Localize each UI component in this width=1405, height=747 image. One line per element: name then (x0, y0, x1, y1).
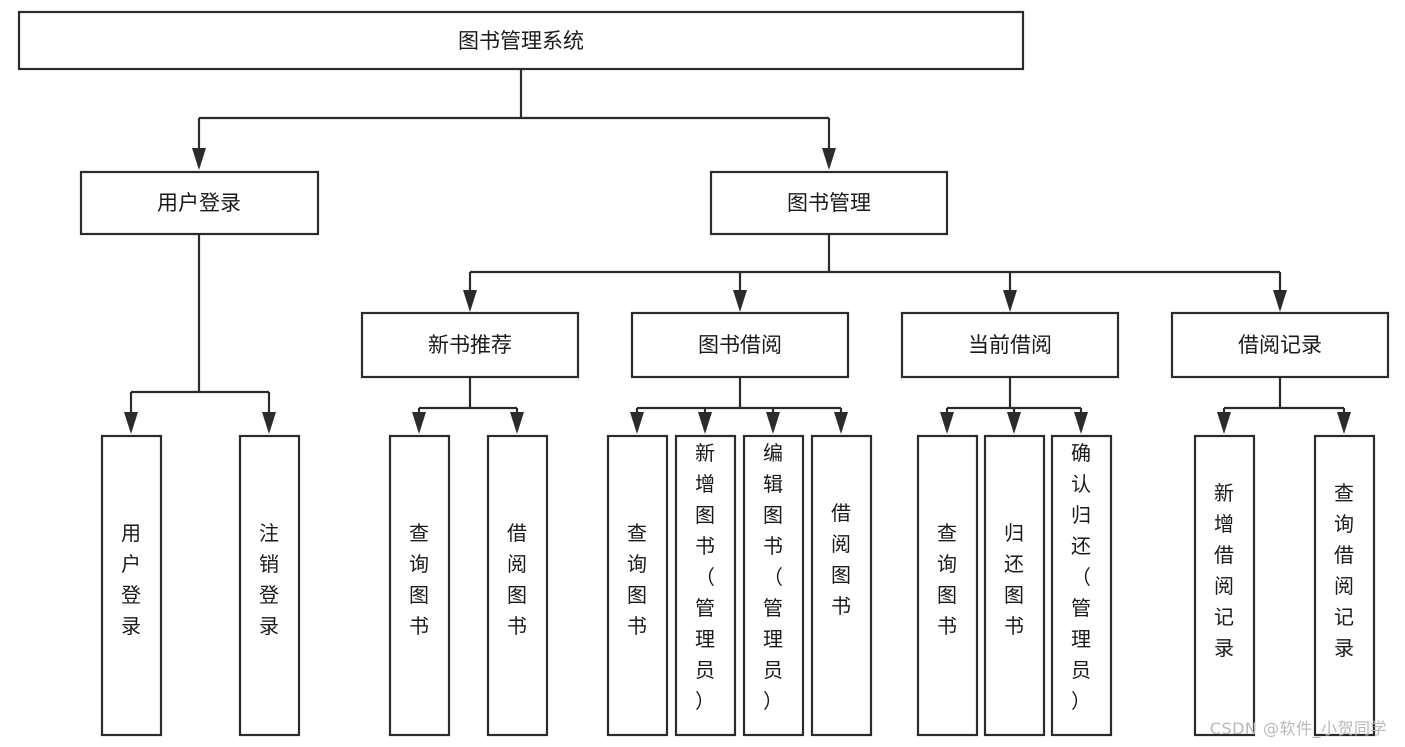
leaf-borrow-book-1-box[interactable] (486, 434, 549, 737)
connector-book-manage-to-level2 (463, 234, 1287, 312)
connector-book-borrow-to-leaves (630, 377, 848, 434)
leaf-edit-book-label: 编辑图书（管理员） (763, 441, 783, 713)
leaf-query-book-3-box[interactable] (916, 434, 979, 737)
leaf-edit-book-box[interactable] (742, 434, 805, 737)
user-login-label: 用户登录 (157, 191, 241, 215)
leaf-borrow-book-2-box[interactable] (810, 434, 873, 737)
leaf-borrow-book-2-label: 借阅图书 (831, 501, 851, 618)
leaf-node[interactable]: 查询图书 (388, 434, 451, 737)
leaf-query-book-1-box[interactable] (388, 434, 451, 737)
leaf-add-book-label: 新增图书（管理员） (695, 441, 715, 713)
leaf-node[interactable]: 归还图书 (983, 434, 1046, 737)
leaf-user-login-box[interactable] (100, 434, 163, 737)
leaf-query-book-1-label: 查询图书 (409, 521, 429, 638)
leaf-confirm-return-box[interactable] (1050, 434, 1113, 737)
root-label: 图书管理系统 (458, 29, 584, 53)
node-book-manage[interactable]: 图书管理 (709, 170, 949, 236)
user-login-box[interactable] (79, 170, 320, 236)
leaf-add-record-box[interactable] (1193, 434, 1256, 737)
leaf-add-book-box[interactable] (674, 434, 737, 737)
leaf-logout-login-box[interactable] (238, 434, 301, 737)
leaf-node[interactable]: 借阅图书 (486, 434, 549, 737)
leaf-query-book-2-box[interactable] (606, 434, 669, 737)
leaf-query-record-box[interactable] (1313, 434, 1376, 737)
leaf-node[interactable]: 编辑图书（管理员） (742, 434, 805, 737)
node-root[interactable]: 图书管理系统 (17, 10, 1025, 71)
leaf-node[interactable]: 新增借阅记录 (1193, 434, 1256, 737)
book-manage-label: 图书管理 (787, 191, 871, 215)
new-book-recommend-label: 新书推荐 (428, 333, 512, 357)
node-new-book-recommend[interactable]: 新书推荐 (360, 311, 580, 379)
connector-current-borrow-to-leaves (940, 377, 1088, 434)
leaf-logout-login-label: 注销登录 (259, 521, 279, 638)
leaf-node[interactable]: 注销登录 (238, 434, 301, 737)
node-borrow-record[interactable]: 借阅记录 (1170, 311, 1390, 379)
leaf-query-book-2-label: 查询图书 (627, 521, 647, 638)
node-user-login[interactable]: 用户登录 (79, 170, 320, 236)
leaf-node[interactable]: 用户登录 (100, 434, 163, 737)
leaf-node[interactable]: 借阅图书 (810, 434, 873, 737)
leaf-add-record-label: 新增借阅记录 (1214, 481, 1234, 660)
connector-borrow-record-to-leaves (1217, 377, 1351, 434)
leaf-return-book-box[interactable] (983, 434, 1046, 737)
leaf-node[interactable]: 查询图书 (606, 434, 669, 737)
leaf-node[interactable]: 查询借阅记录 (1313, 434, 1376, 737)
leaf-return-book-label: 归还图书 (1004, 521, 1024, 638)
current-borrow-box[interactable] (900, 311, 1120, 379)
leaf-confirm-return-label: 确认归还（管理员） (1071, 441, 1091, 713)
root-box[interactable] (17, 10, 1025, 71)
new-book-recommend-box[interactable] (360, 311, 580, 379)
current-borrow-label: 当前借阅 (968, 333, 1052, 357)
borrow-record-label: 借阅记录 (1238, 333, 1322, 357)
connector-new-book-recommend-to-leaves (412, 377, 524, 434)
arrow-to-user-login (192, 148, 206, 170)
leaf-borrow-book-1-label: 借阅图书 (507, 521, 527, 638)
node-book-borrow[interactable]: 图书借阅 (630, 311, 850, 379)
leaf-query-record-label: 查询借阅记录 (1334, 481, 1354, 660)
connector-user-login-to-leaves (124, 234, 276, 434)
csdn-watermark: CSDN @软件_小贺同学 (1209, 719, 1387, 738)
leaf-user-login-label: 用户登录 (121, 521, 141, 638)
leaf-node[interactable]: 确认归还（管理员） (1050, 434, 1113, 737)
arrow-to-book-manage (822, 148, 836, 170)
book-borrow-label: 图书借阅 (698, 333, 782, 357)
leaf-query-book-3-label: 查询图书 (937, 521, 957, 638)
leaf-node[interactable]: 新增图书（管理员） (674, 434, 737, 737)
node-current-borrow[interactable]: 当前借阅 (900, 311, 1120, 379)
leaf-node[interactable]: 查询图书 (916, 434, 979, 737)
connector-root-to-level1 (192, 69, 836, 170)
